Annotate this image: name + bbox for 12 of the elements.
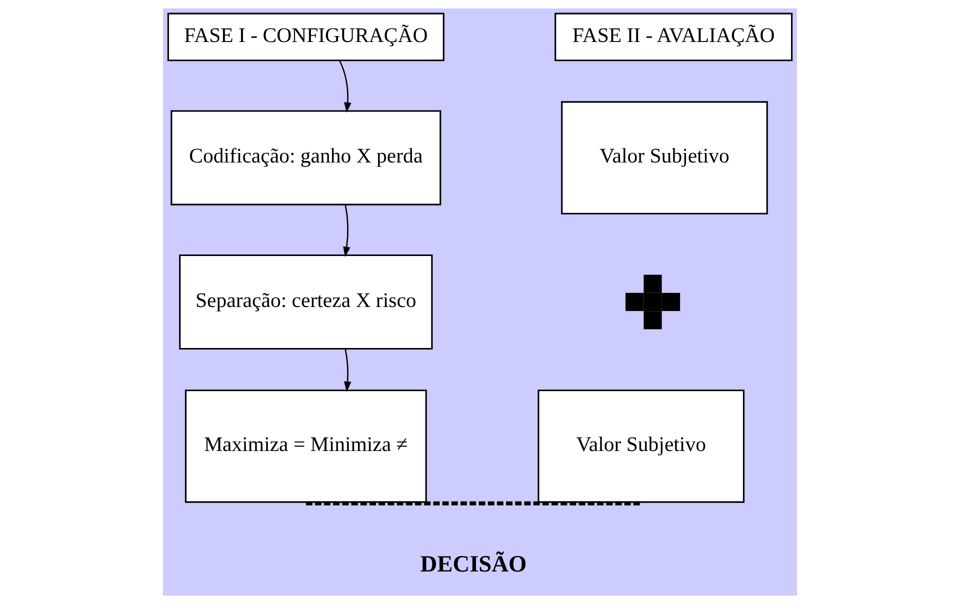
label: DECISÃO xyxy=(420,551,526,578)
node-box: FASE II - AVALIAÇÃO xyxy=(554,12,792,62)
connector xyxy=(305,501,641,506)
arrow xyxy=(343,348,351,392)
node-box: Codificação: ganho X perda xyxy=(170,110,441,206)
arrow xyxy=(338,60,351,113)
node-box: Separação: certeza X risco xyxy=(178,254,432,350)
node-box: Maximiza = Minimiza ≠ xyxy=(184,390,426,503)
arrow xyxy=(342,204,350,258)
node-box: Valor Subjetivo xyxy=(560,101,768,214)
node-box: FASE I - CONFIGURAÇÃO xyxy=(166,12,444,62)
node-box: Valor Subjetivo xyxy=(537,390,744,503)
